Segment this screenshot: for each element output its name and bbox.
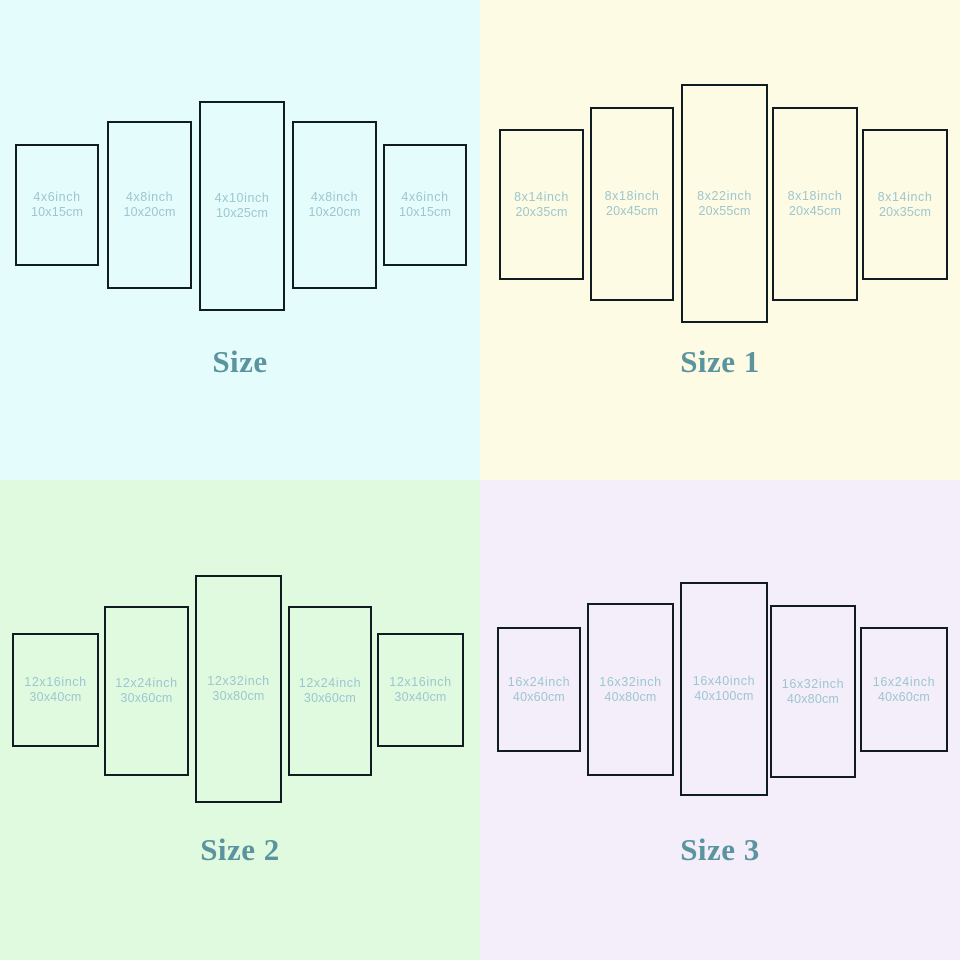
quadrant-title-size-1: Size 1 — [680, 344, 760, 379]
panel-size-inch: 4x8inch — [125, 190, 174, 204]
panel-size-cm: 40x80cm — [604, 689, 657, 704]
panel-size-inch: 12x24inch — [298, 676, 362, 690]
panel-size-inch: 12x24inch — [115, 676, 178, 690]
panel-size-cm: 30x80cm — [212, 689, 265, 703]
panel-size-inch: 8x22inch — [697, 188, 752, 203]
panel-size-cm: 30x40cm — [394, 690, 447, 704]
panel-size-cm: 40x80cm — [786, 691, 840, 706]
panel-size-cm: 10x25cm — [215, 206, 269, 220]
panel-size-inch: 16x40inch — [692, 674, 756, 688]
panel-size-inch: 16x32inch — [781, 676, 845, 691]
panel-size-inch: 4x6inch — [33, 190, 81, 204]
panel-size-inch: 8x18inch — [787, 189, 843, 203]
panel-size-inch: 12x32inch — [207, 674, 270, 688]
panel-size-cm: 20x55cm — [698, 203, 751, 218]
panel-size-cm: 40x60cm — [877, 689, 931, 704]
panel-size-cm: 10x15cm — [30, 205, 84, 219]
panel-size-cm: 10x15cm — [398, 205, 452, 219]
panel-size-inch: 16x24inch — [872, 674, 936, 689]
quadrant-title-size-3: Size 3 — [680, 832, 760, 867]
panel-size-inch: 16x32inch — [599, 674, 662, 689]
panel-size-cm: 30x60cm — [303, 691, 357, 705]
panel-size-inch: 8x14inch — [514, 189, 569, 204]
panel-size-cm: 20x45cm — [788, 204, 842, 218]
panel-size-inch: 4x6inch — [401, 190, 449, 204]
panel-size-inch: 8x14inch — [877, 189, 933, 204]
panel-size-cm: 20x35cm — [515, 204, 568, 219]
quadrant-title-size: Size — [212, 344, 268, 379]
panel-size-inch: 12x16inch — [24, 675, 87, 689]
panel-size-cm: 30x60cm — [120, 691, 173, 705]
panel-size-cm: 40x100cm — [694, 689, 754, 703]
panel-size-cm: 10x20cm — [123, 205, 176, 219]
panel-size-cm: 20x35cm — [878, 204, 932, 219]
panel-size-cm: 10x20cm — [308, 205, 361, 219]
panel-size-inch: 16x24inch — [507, 674, 571, 689]
panel-size-inch: 8x18inch — [604, 189, 660, 203]
panel-size-cm: 30x40cm — [29, 690, 82, 704]
quadrant-title-size-2: Size 2 — [200, 832, 280, 867]
panel-size-inch: 4x10inch — [214, 191, 270, 205]
panel-size-inch: 4x8inch — [310, 190, 359, 204]
panel-size-cm: 20x45cm — [605, 204, 659, 218]
panel-size-inch: 12x16inch — [389, 675, 452, 689]
panel-size-cm: 40x60cm — [512, 689, 566, 704]
